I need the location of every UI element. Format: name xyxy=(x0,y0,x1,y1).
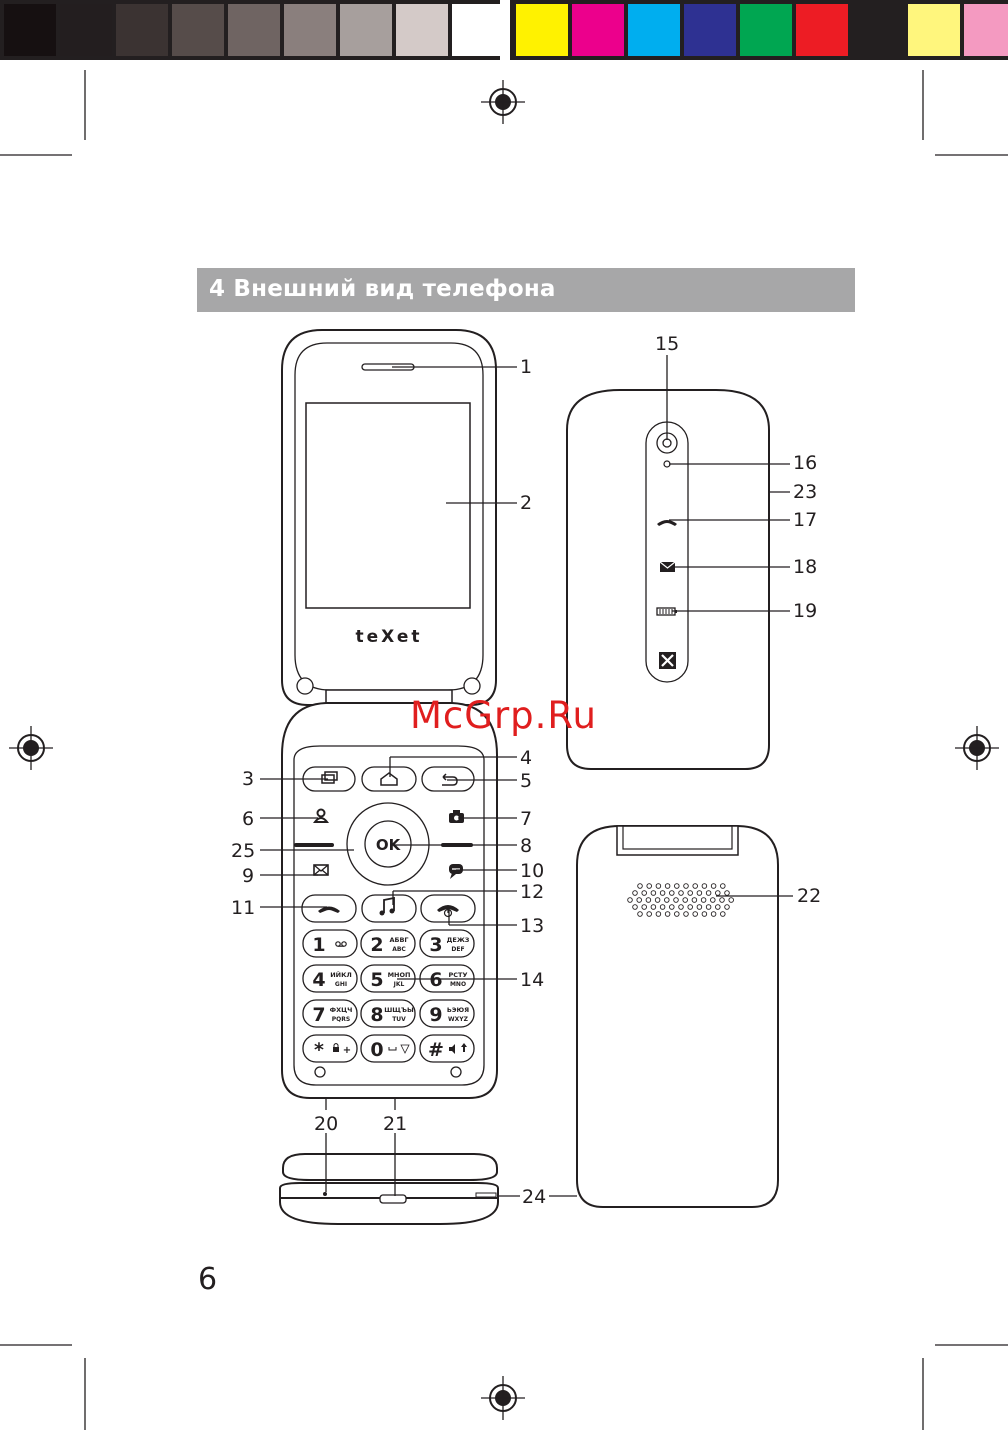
page-number: 6 xyxy=(198,1262,217,1297)
key-letters-ru: ДЕЖЗ xyxy=(447,936,470,944)
key-letters-ru: ШЩЪЫ xyxy=(384,1006,414,1014)
key-letters-en: TUV xyxy=(392,1016,406,1023)
callout-17: 17 xyxy=(793,509,817,531)
callout-18: 18 xyxy=(793,556,817,578)
callout-7: 7 xyxy=(520,808,532,830)
digit-label: 8 xyxy=(370,1004,383,1026)
registration-mark-bottom xyxy=(481,1376,525,1420)
registration-mark-right xyxy=(955,726,999,770)
home-key[interactable] xyxy=(362,767,416,791)
digit-key-0[interactable]: 0 xyxy=(361,1035,415,1062)
callout-16: 16 xyxy=(793,452,817,474)
key-letters-ru: ЬЭЮЯ xyxy=(447,1006,469,1014)
back-key[interactable] xyxy=(422,767,474,791)
callout-25: 25 xyxy=(231,840,255,862)
key-letters-en: WXYZ xyxy=(448,1016,469,1023)
phone-closed-front xyxy=(567,390,769,769)
key-letters-ru: ФХЦЧ xyxy=(330,1006,353,1014)
key-letters-ru: МНОП xyxy=(388,971,411,979)
key-letters-ru: РСТУ xyxy=(449,971,468,979)
callout-1: 1 xyxy=(520,356,532,378)
digit-key-1[interactable]: 1 xyxy=(303,930,357,957)
main-display xyxy=(306,403,470,608)
strap-hole xyxy=(476,1193,496,1197)
callout-11: 11 xyxy=(231,897,255,919)
callout-12: 12 xyxy=(520,881,544,903)
microphone-hole xyxy=(323,1192,327,1196)
callout-21: 21 xyxy=(383,1113,407,1135)
phone-closed-back xyxy=(577,826,778,1207)
callout-23: 23 xyxy=(793,481,817,503)
callout-24: 24 xyxy=(522,1186,546,1208)
digit-label: 9 xyxy=(429,1004,442,1026)
callout-19: 19 xyxy=(793,600,817,622)
callout-9: 9 xyxy=(242,865,254,887)
key-letters-ru: АБВГ xyxy=(389,936,408,944)
digit-label: * xyxy=(314,1039,324,1061)
key-letters-en: ABC xyxy=(392,946,406,953)
key-letters-en: MNO xyxy=(450,981,466,988)
digit-label: 3 xyxy=(429,934,442,956)
callout-15: 15 xyxy=(655,333,679,355)
key-letters-en: PQRS xyxy=(332,1016,350,1023)
digit-label: 5 xyxy=(370,969,383,991)
digit-label: 4 xyxy=(312,969,325,991)
digit-key-9[interactable]: 9 ЬЭЮЯ WXYZ xyxy=(420,1000,474,1027)
crop-marks xyxy=(0,70,1008,1430)
digit-label: 0 xyxy=(370,1039,383,1061)
registration-mark-left xyxy=(9,726,53,770)
digit-label: 6 xyxy=(429,969,442,991)
left-soft-key[interactable] xyxy=(294,843,334,847)
digit-label: 2 xyxy=(370,934,383,956)
battery-cover-latch xyxy=(617,826,738,855)
callout-8: 8 xyxy=(520,835,532,857)
digit-key-4[interactable]: 4 ИЙКЛ GHI xyxy=(303,965,357,992)
callout-10: 10 xyxy=(520,860,544,882)
callout-14: 14 xyxy=(520,969,544,991)
digit-label: # xyxy=(428,1039,444,1061)
digit-key-2[interactable]: 2 АБВГ ABC xyxy=(361,930,415,957)
digit-key-7[interactable]: 7 ФХЦЧ PQRS xyxy=(303,1000,357,1027)
callout-2: 2 xyxy=(520,492,532,514)
callout-5: 5 xyxy=(520,770,532,792)
callout-22: 22 xyxy=(797,885,821,907)
texet-x-logo-icon xyxy=(659,652,676,669)
digit-key-hash[interactable]: # xyxy=(420,1035,474,1062)
callout-6: 6 xyxy=(242,808,254,830)
key-plus-label: + xyxy=(343,1045,351,1056)
digit-key-star[interactable]: *+ xyxy=(303,1035,357,1062)
key-letters-ru: ИЙКЛ xyxy=(330,970,352,979)
callout-13: 13 xyxy=(520,915,544,937)
callout-20: 20 xyxy=(314,1113,338,1135)
digit-key-3[interactable]: 3 ДЕЖЗ DEF xyxy=(420,930,474,957)
digit-label: 7 xyxy=(312,1004,325,1026)
callout-4: 4 xyxy=(520,747,532,769)
key-letters-en: DEF xyxy=(451,946,464,953)
registration-mark-top xyxy=(481,80,525,124)
key-letters-en: GHI xyxy=(335,981,347,988)
watermark: McGrp.Ru xyxy=(410,694,597,737)
digit-label: 1 xyxy=(312,934,325,956)
callout-3: 3 xyxy=(242,768,254,790)
brand-logo: teXet xyxy=(356,627,423,647)
usb-port xyxy=(380,1195,406,1203)
key-letters-en: JKL xyxy=(393,981,405,988)
phone-bottom-edge-view xyxy=(280,1154,498,1224)
